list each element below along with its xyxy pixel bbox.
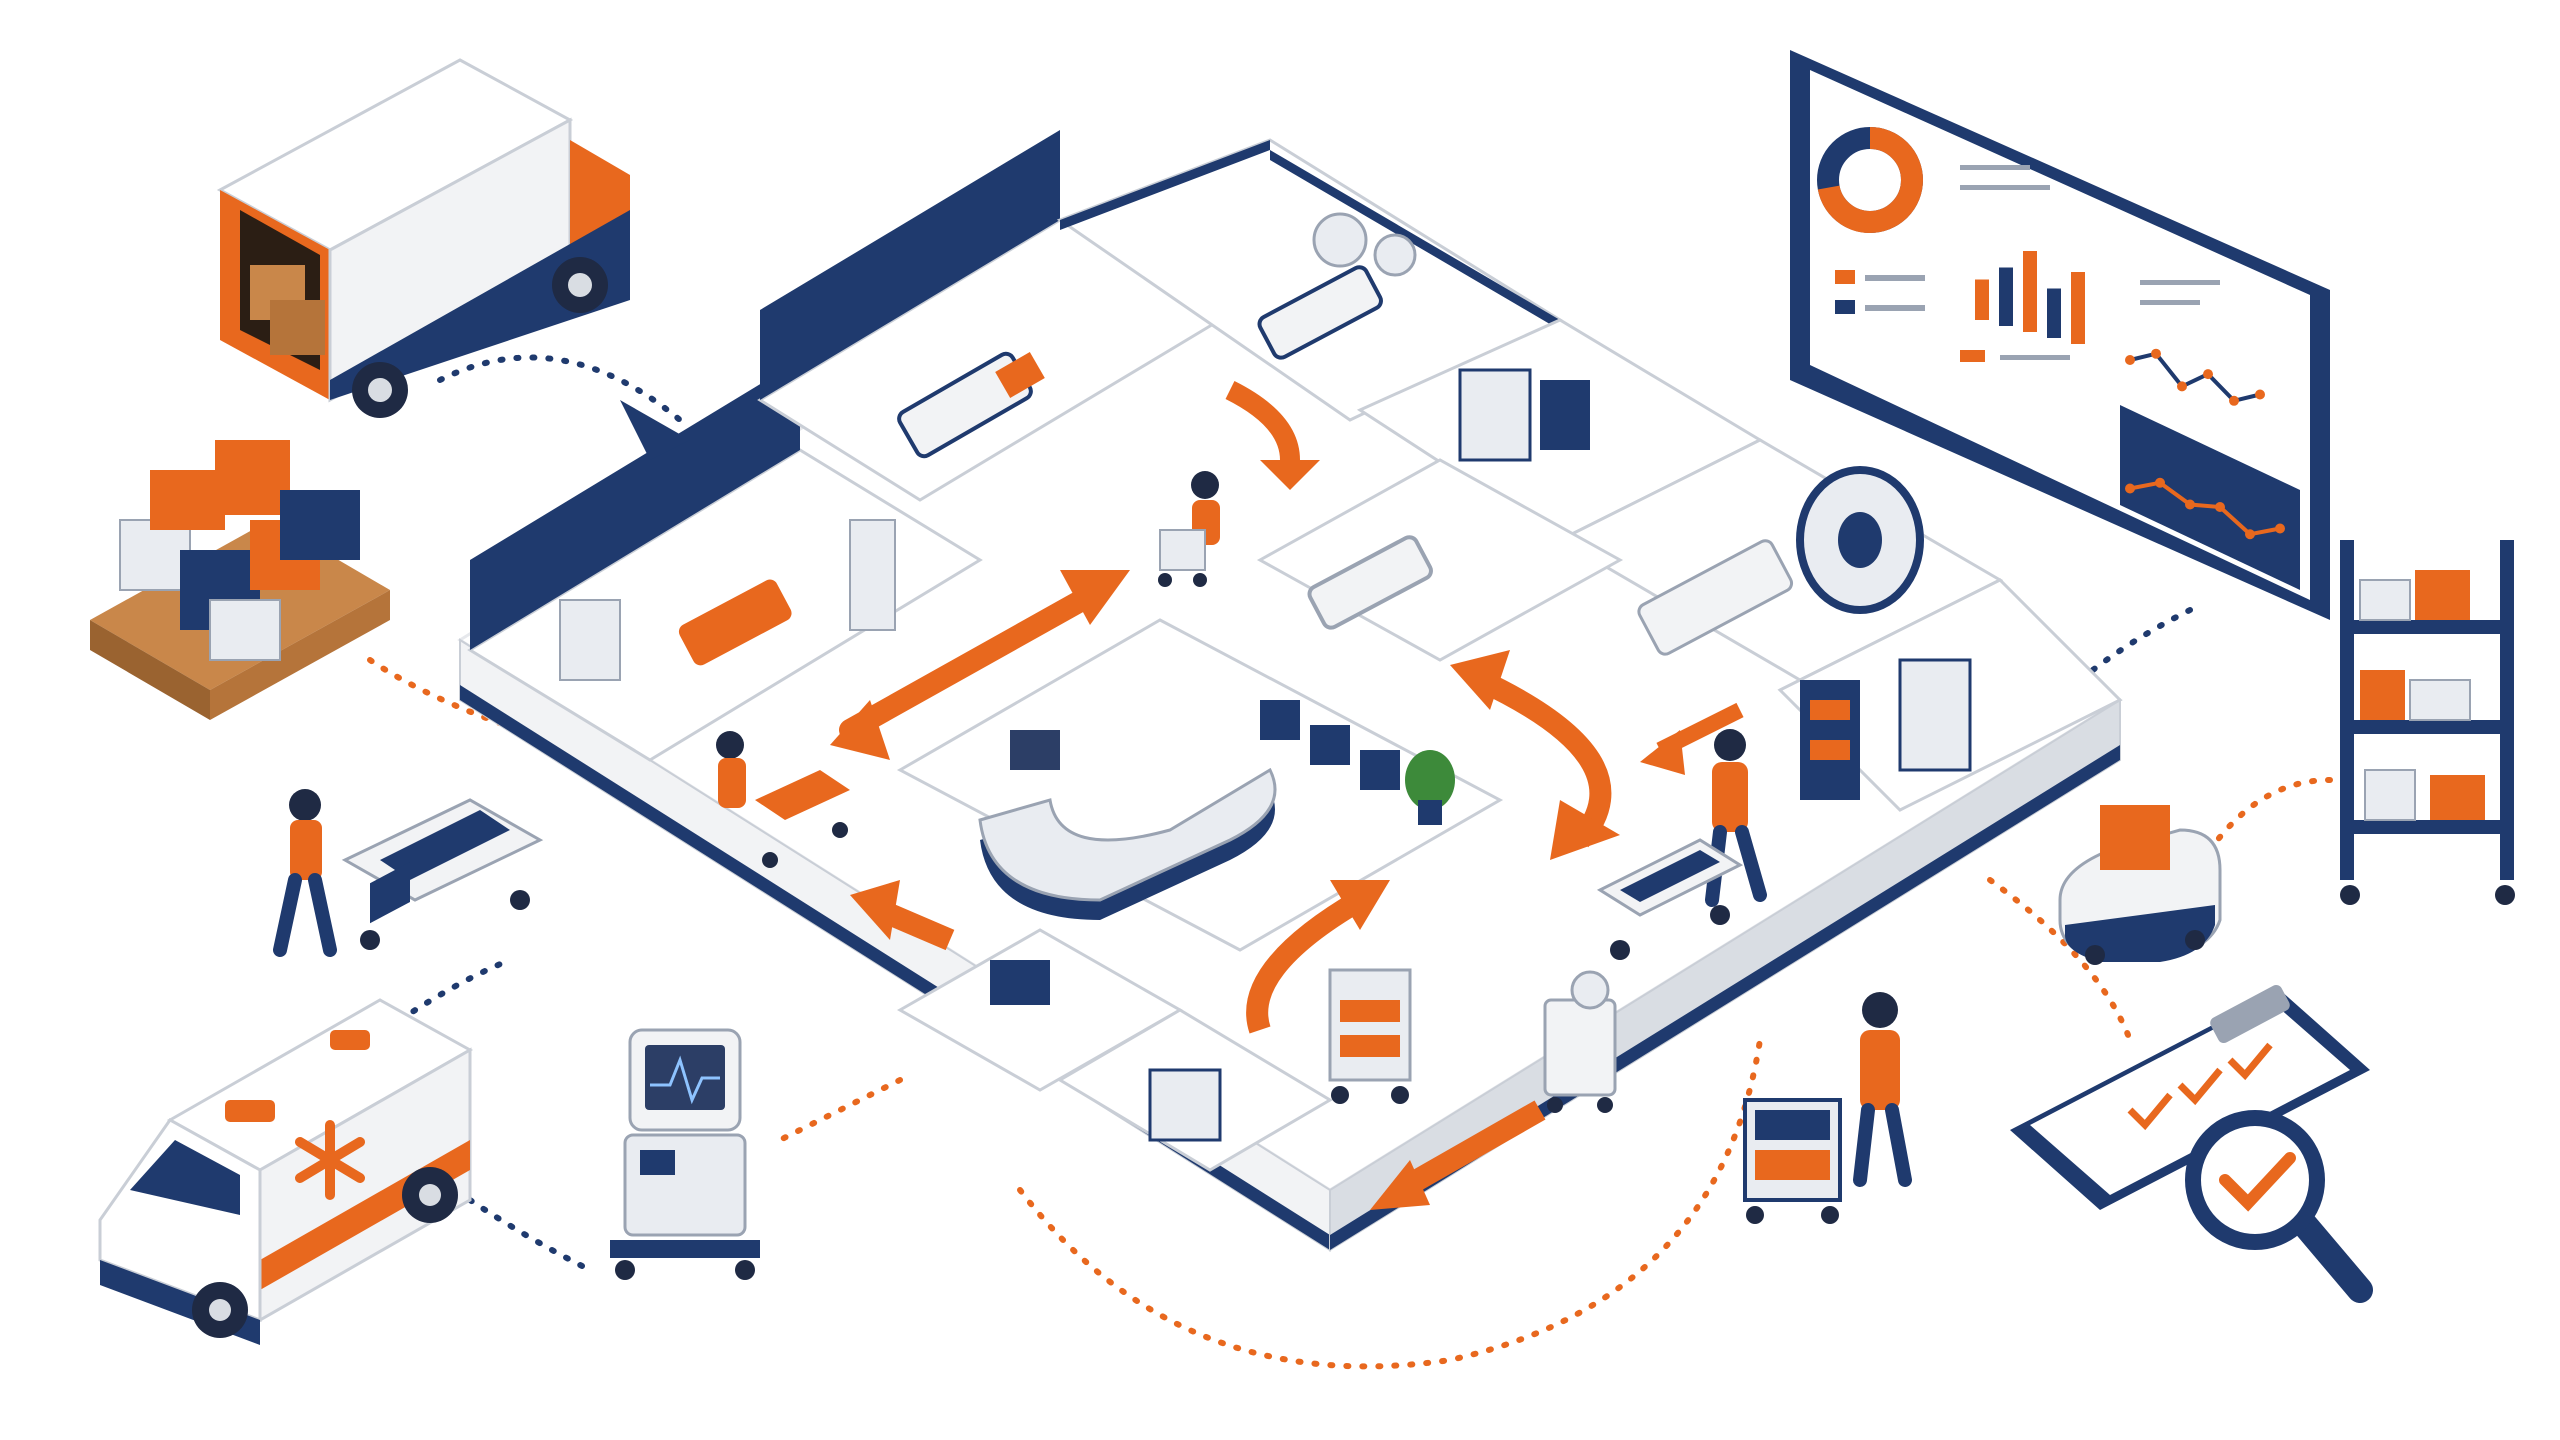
data-point [2203, 369, 2213, 380]
data-point [2185, 499, 2195, 510]
line-chart-icon [2125, 348, 2265, 406]
box [215, 440, 290, 515]
room-imaging [1556, 438, 2004, 682]
bar-chart-icon [1975, 251, 2085, 344]
flow-arrow-icon [1225, 381, 1320, 490]
room-ward-middle [1256, 458, 1624, 662]
ambulance-connector [397, 957, 513, 1023]
bar [1999, 267, 2013, 326]
box [280, 490, 360, 560]
staff-with-cart-icon [1158, 471, 1220, 587]
data-point [2275, 523, 2285, 534]
supply-cart-icon [1328, 968, 1412, 1104]
siren-light [225, 1100, 275, 1122]
scanner-bed [1637, 539, 1794, 656]
flow-arrow-icon [830, 570, 1130, 760]
series-line [2129, 480, 2281, 537]
bottom-loop-connector [1017, 1037, 1763, 1370]
data-point [2125, 483, 2135, 494]
dashboard-connector [2077, 607, 2193, 683]
data-point [2215, 502, 2225, 512]
surgical-light [1312, 212, 1368, 268]
hospital-bed [678, 579, 792, 666]
data-point [2155, 477, 2165, 488]
data-point [2151, 348, 2161, 359]
reception-area [896, 618, 1504, 952]
staff-with-stretcher-icon [716, 731, 850, 868]
box [119, 519, 191, 591]
bar [2047, 288, 2061, 338]
data-point [2177, 381, 2187, 392]
dashboard-dark-panel [2120, 405, 2300, 590]
data-point [2229, 395, 2239, 406]
flow-arrow-icon [1370, 1100, 1546, 1210]
delivery-truck-icon [216, 58, 690, 460]
room-bottom-right [1057, 1008, 1333, 1172]
bar [1975, 279, 1989, 320]
potted-plant-icon [1405, 750, 1455, 825]
donut-slice [1817, 127, 1923, 233]
monitor-connector [777, 1077, 903, 1143]
data-point [2255, 389, 2265, 400]
line-chart-icon [2125, 477, 2285, 540]
pallet-boxes-icon [90, 440, 390, 720]
data-point [2125, 355, 2135, 365]
room-ward-left [467, 360, 983, 762]
hospital-bed [1307, 535, 1433, 630]
box [150, 470, 225, 530]
ambulance-out-connector [467, 1197, 593, 1273]
medical-device-icon [1543, 970, 1617, 1113]
clipboard-connector [1987, 877, 2133, 1043]
ambulance-icon [98, 861, 474, 1345]
bar [2023, 251, 2037, 332]
storage-shelf-icon [2340, 540, 2515, 905]
analytics-dashboard-icon [1790, 50, 2330, 620]
dashboard-list-icon [1835, 165, 2220, 362]
flow-arrow-icon [850, 880, 955, 951]
room-operating [1056, 138, 1564, 422]
truck-to-hospital-connector [437, 354, 683, 423]
dotted-connectors [367, 354, 2333, 1370]
checklist-clipboard-icon [2010, 984, 2370, 1210]
delivery-robot-icon [2058, 805, 2222, 965]
waiting-chairs [1260, 700, 1400, 790]
flow-arrow-icon [1640, 702, 1744, 775]
magnifier-check-icon [2185, 1110, 2373, 1303]
lab-equipment [1458, 368, 1532, 462]
flow-arrow-icon [1450, 650, 1620, 860]
star-of-life-icon [295, 1120, 365, 1200]
siren-light [330, 1030, 370, 1050]
flow-arrow-icon [1246, 880, 1390, 1034]
shelf-connector [2207, 777, 2333, 853]
data-point [2245, 529, 2255, 540]
operating-table [1257, 265, 1383, 360]
equipment-rack [849, 519, 896, 631]
staff-with-stretcher-icon [1596, 729, 1767, 960]
staff-with-cart-icon [1743, 992, 1912, 1224]
patient-monitor-icon [610, 1028, 760, 1280]
room-storage-right [1777, 578, 2123, 812]
box [209, 599, 281, 661]
medical-cabinet [559, 599, 621, 681]
bar [2071, 272, 2085, 344]
workstation-monitor [1010, 730, 1060, 770]
package-box [2100, 805, 2170, 870]
donut-chart-icon [1817, 127, 1923, 233]
flow-arrows [830, 381, 1744, 1210]
computer-monitor [990, 960, 1050, 1005]
